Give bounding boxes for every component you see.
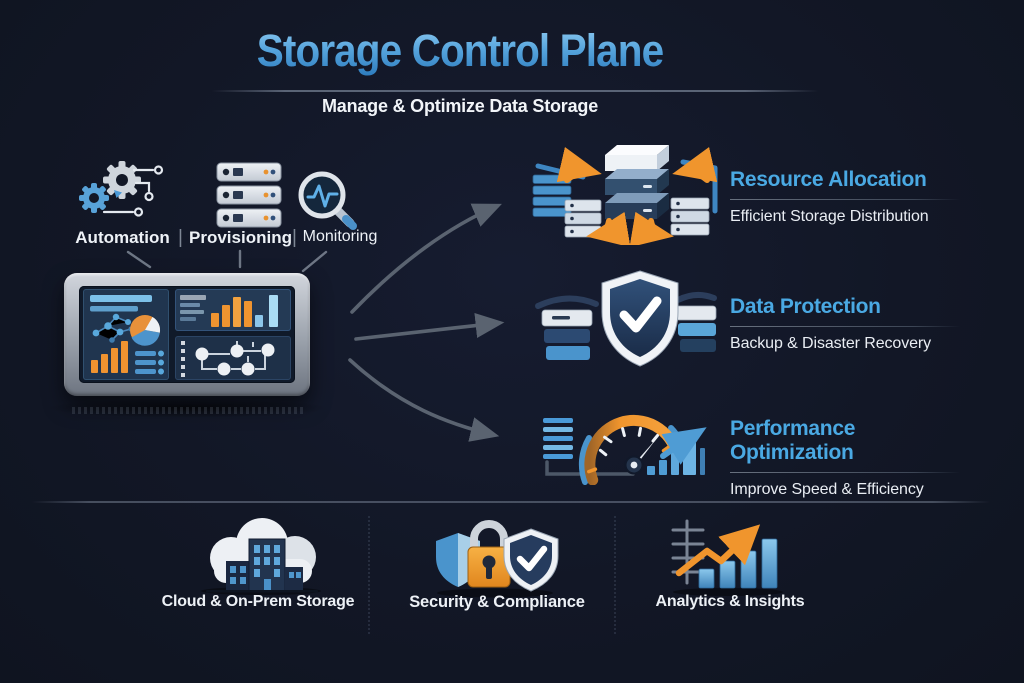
- shield-check-storage-icon: [535, 270, 717, 367]
- bar-chart-icon: [180, 295, 278, 327]
- cloud-buildings-icon: [201, 518, 321, 595]
- arrow-to-performance-optimization: [348, 358, 500, 442]
- overview-charts-icon: [90, 295, 164, 375]
- capability-performance-optimization: Performance Optimization Improve Speed &…: [730, 417, 980, 499]
- speedometer-icon: [543, 415, 707, 485]
- label-automation: Automation: [75, 228, 170, 247]
- capability-title: Resource Allocation: [730, 168, 927, 191]
- label-connector-lines: [126, 249, 328, 273]
- page-title: Storage Control Plane: [46, 26, 874, 76]
- page-subtitle: Manage & Optimize Data Storage: [321, 96, 599, 116]
- gears-icon: [79, 161, 164, 217]
- capability-data-protection: Data Protection Backup & Disaster Recove…: [730, 295, 980, 353]
- storage-distribution-icon: [532, 145, 718, 245]
- capability-divider: [730, 472, 960, 473]
- capability-divider: [730, 326, 960, 327]
- server-stack-icon: [216, 162, 282, 228]
- dashboard-panel-overview: [83, 289, 169, 380]
- foundation-label-cloud-on-prem: Cloud & On-Prem Storage: [161, 593, 355, 610]
- magnifier-pulse-icon: [298, 171, 357, 230]
- footer-cell-separator: [368, 516, 370, 634]
- tablet-reflection: [72, 407, 304, 414]
- capability-divider: [730, 199, 960, 200]
- capability-subtitle: Backup & Disaster Recovery: [730, 335, 932, 352]
- capability-title: Performance Optimization: [730, 417, 856, 464]
- foundation-label-analytics-insights: Analytics & Insights: [655, 593, 805, 610]
- lock-shields-icon: [436, 520, 559, 598]
- dashboard-panel-workflow: [175, 336, 291, 380]
- capability-title: Data Protection: [730, 295, 881, 318]
- capability-subtitle: Efficient Storage Distribution: [730, 208, 929, 225]
- arrow-to-resource-allocation: [350, 203, 502, 314]
- label-separator: |: [292, 227, 297, 248]
- dashboard-screen: [79, 286, 295, 383]
- footer-divider: [32, 501, 990, 503]
- workflow-graph-icon: [181, 341, 275, 377]
- label-separator: |: [178, 227, 183, 248]
- label-monitoring: Monitoring: [302, 228, 378, 245]
- dashboard-panel-barchart: [175, 289, 291, 331]
- dashboard-tablet: [64, 273, 310, 396]
- capability-resource-allocation: Resource Allocation Efficient Storage Di…: [730, 168, 980, 226]
- tablet-shadow: [44, 398, 330, 418]
- footer-cell-separator: [614, 516, 616, 634]
- growth-chart-icon: [671, 519, 783, 596]
- capability-subtitle: Improve Speed & Efficiency: [730, 481, 924, 498]
- foundation-label-security-compliance: Security & Compliance: [409, 593, 585, 611]
- title-divider: [212, 90, 818, 92]
- arrow-to-data-protection: [354, 312, 505, 341]
- label-provisioning: Provisioning: [189, 228, 292, 247]
